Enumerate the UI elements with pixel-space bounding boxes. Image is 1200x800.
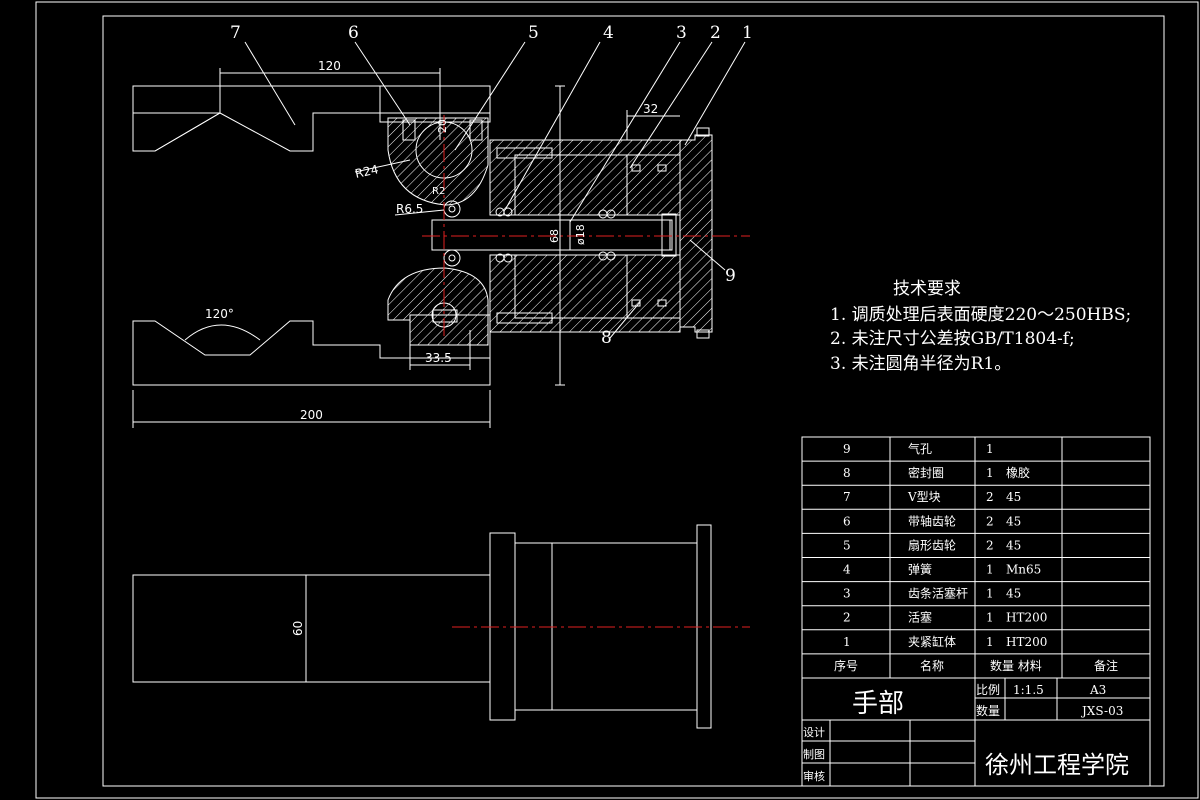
bom-header-name: 名称 xyxy=(920,658,944,673)
balloon-9: 9 xyxy=(725,266,736,286)
bom-cell-no: 4 xyxy=(843,563,851,577)
draw-label: 制图 xyxy=(803,748,825,761)
bom-cell-name: 齿条活塞杆 xyxy=(908,586,968,601)
bom-cell-qty: 1 xyxy=(986,611,994,625)
dim-32: 32 xyxy=(643,102,658,116)
end-cap xyxy=(679,134,713,333)
qty-label: 数量 xyxy=(976,703,1000,718)
balloon-6: 6 xyxy=(348,23,359,43)
bom-cell-material: 45 xyxy=(1006,490,1021,504)
spring xyxy=(495,207,616,263)
bom-header-qty-material: 数量 材料 xyxy=(990,658,1042,673)
bom-cell-qty: 1 xyxy=(986,563,994,577)
bom-cell-no: 9 xyxy=(843,442,851,456)
bom-header-no: 序号 xyxy=(834,658,858,673)
bom-cell-qty: 2 xyxy=(986,514,994,528)
bom-cell-material: 橡胶 xyxy=(1006,465,1030,480)
dim-60: 60 xyxy=(291,621,305,636)
school-name: 徐州工程学院 xyxy=(985,751,1129,779)
dim-20: 20 xyxy=(436,119,449,133)
lower-sector-gear xyxy=(387,267,489,346)
bom-cell-material: 45 xyxy=(1006,538,1021,552)
dim-33-5: 33.5 xyxy=(425,351,452,365)
bom-cell-name: 夹紧缸体 xyxy=(908,634,956,649)
bom-cell-name: 扇形齿轮 xyxy=(908,537,956,552)
drawing-number: JXS-03 xyxy=(1080,704,1123,718)
dim-r24: R24 xyxy=(354,162,380,181)
technical-requirements: 技术要求 1. 调质处理后表面硬度220～250HBS; 2. 未注尺寸公差按G… xyxy=(830,279,1131,374)
balloon-5: 5 xyxy=(528,23,539,43)
bom-cell-no: 6 xyxy=(843,514,851,528)
bom-cell-material: Mn65 xyxy=(1006,563,1041,577)
dim-phi18: ø18 xyxy=(574,224,587,245)
dim-200: 200 xyxy=(300,408,323,422)
bom-cell-no: 3 xyxy=(843,587,851,601)
bom-cell-material: HT200 xyxy=(1006,635,1047,649)
inner-frame xyxy=(102,15,1165,787)
rack-piston-rod xyxy=(431,219,673,251)
bom-cell-no: 7 xyxy=(843,490,851,504)
bom-cell-name: 弹簧 xyxy=(908,562,932,577)
bom-cell-no: 8 xyxy=(843,466,851,480)
bom-header-remark: 备注 xyxy=(1094,658,1118,673)
dim-phi68: 68 xyxy=(548,229,561,243)
balloon-4: 4 xyxy=(603,23,614,43)
scale-value: 1:1.5 xyxy=(1013,683,1044,697)
bom-cell-qty: 1 xyxy=(986,466,994,480)
design-label: 设计 xyxy=(803,726,825,739)
bom-cell-no: 1 xyxy=(843,635,851,649)
bom-cell-qty: 2 xyxy=(986,490,994,504)
dim-120: 120 xyxy=(318,59,341,73)
bom-cell-material: 45 xyxy=(1006,587,1021,601)
top-view: 60 xyxy=(132,524,750,729)
dim-r2: R2 xyxy=(432,186,445,197)
bom-cell-name: 带轴齿轮 xyxy=(908,513,956,528)
balloon-8: 8 xyxy=(601,328,612,348)
review-label: 审核 xyxy=(803,769,825,783)
front-view: 120 32 R24 R6.5 R2 20 68 ø18 120° 33.5 2… xyxy=(132,23,753,428)
outer-frame xyxy=(35,1,1199,799)
scale-label: 比例 xyxy=(976,683,1000,697)
balloon-7: 7 xyxy=(230,23,241,43)
tech-title: 技术要求 xyxy=(893,279,961,299)
bom-cell-qty: 1 xyxy=(986,587,994,601)
balloon-2: 2 xyxy=(710,23,721,43)
dim-angle120: 120° xyxy=(205,307,234,321)
title-block: 手部 比例 1:1.5 A3 数量 JXS-03 设计 制图 审核 徐州工程学院 xyxy=(801,677,1151,787)
bom-cell-name: 密封圈 xyxy=(908,465,944,480)
part-name: 手部 xyxy=(852,689,904,719)
balloon-3: 3 xyxy=(676,23,687,43)
bom-cell-qty: 2 xyxy=(986,538,994,552)
bom-cell-name: 气孔 xyxy=(908,441,932,456)
bom-cell-material: HT200 xyxy=(1006,611,1047,625)
tech-item-3: 3. 未注圆角半径为R1。 xyxy=(830,354,1011,374)
bom-cell-qty: 1 xyxy=(986,442,994,456)
sheet-size: A3 xyxy=(1089,683,1106,697)
bom-cell-name: 活塞 xyxy=(908,610,932,625)
tech-item-1: 1. 调质处理后表面硬度220～250HBS; xyxy=(830,305,1131,325)
bom-cell-material: 45 xyxy=(1006,514,1021,528)
dim-r65: R6.5 xyxy=(396,202,423,216)
balloon-1: 1 xyxy=(742,23,753,43)
bom-cell-qty: 1 xyxy=(986,635,994,649)
tech-item-2: 2. 未注尺寸公差按GB/T1804-f; xyxy=(830,329,1075,349)
bom-cell-no: 5 xyxy=(843,538,851,552)
bom-cell-name: V型块 xyxy=(907,490,941,504)
bom-cell-no: 2 xyxy=(843,611,851,625)
